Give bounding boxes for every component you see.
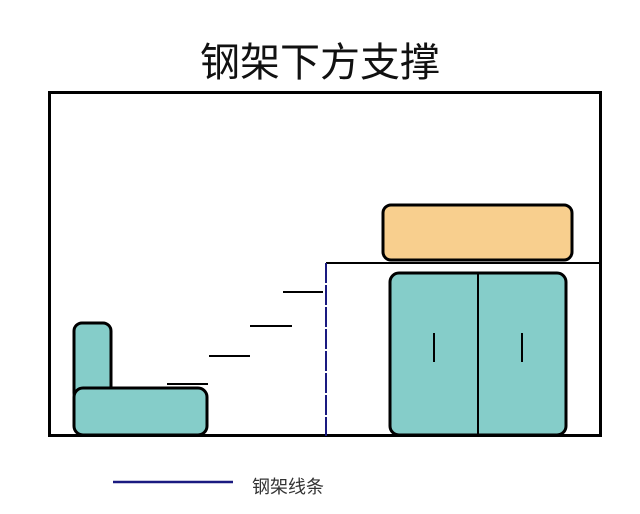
legend-label: 钢架线条 [252, 477, 324, 498]
stair-steps [167, 291, 323, 385]
sofa-seat [72, 386, 209, 437]
storage-box [381, 203, 574, 262]
diagram-title: 钢架下方支撑 [200, 40, 440, 86]
